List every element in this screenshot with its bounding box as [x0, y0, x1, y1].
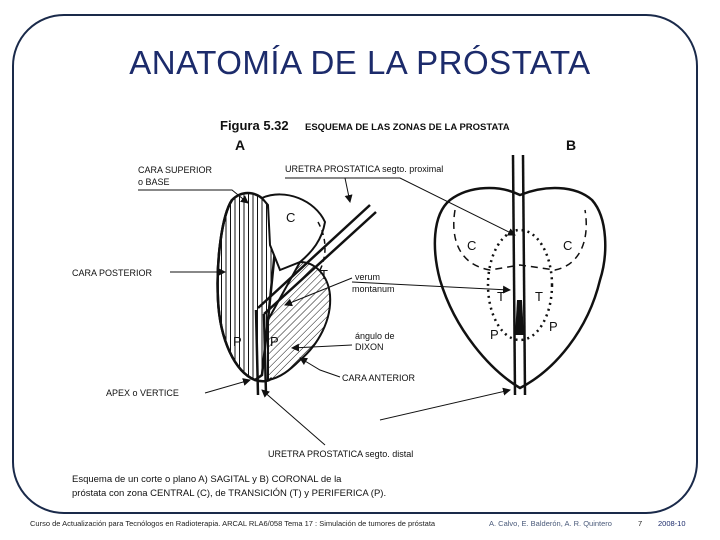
figure-title: ESQUEMA DE LAS ZONAS DE LA PROSTATA: [305, 122, 510, 133]
slide-title: ANATOMÍA DE LA PRÓSTATA: [129, 44, 591, 81]
zone-c-coronal-2: C: [563, 238, 572, 253]
zone-t-coronal-1: T: [497, 289, 505, 304]
label-base: o BASE: [138, 177, 170, 187]
panel-b-label: B: [566, 137, 576, 153]
footer-page-number: 7: [638, 519, 643, 528]
label-angulo: ángulo de: [355, 331, 395, 341]
zone-p-coronal-2: P: [549, 319, 558, 334]
zone-p-sagittal-2: P: [270, 334, 279, 349]
zone-t-sagittal: T: [320, 267, 328, 282]
label-dixon: DIXON: [355, 342, 384, 352]
leader-lines: [138, 177, 516, 446]
label-montanum: montanum: [352, 284, 395, 294]
zone-p-sagittal-1: P: [233, 334, 242, 349]
label-verum: verum: [355, 272, 380, 282]
sagittal-section: C T P P: [216, 191, 377, 396]
label-cara-anterior: CARA ANTERIOR: [342, 373, 416, 383]
footer-authors: A. Calvo, E. Balderón, A. R. Quintero: [489, 519, 612, 528]
label-uretra-proximal: URETRA PROSTATICA segto. proximal: [285, 164, 443, 174]
label-cara-superior: CARA SUPERIOR: [138, 165, 213, 175]
zone-c-coronal-1: C: [467, 238, 476, 253]
coronal-section: C C T T P P: [433, 154, 607, 396]
footer-year: 2008-10: [658, 519, 686, 528]
slide-frame: [12, 14, 698, 514]
label-apex: APEX o VERTICE: [106, 388, 179, 398]
label-cara-posterior: CARA POSTERIOR: [72, 268, 153, 278]
caption-line-1: Esquema de un corte o plano A) SAGITAL y…: [72, 474, 342, 485]
zone-c-sagittal: C: [286, 210, 295, 225]
footer-course: Curso de Actualización para Tecnólogos e…: [30, 519, 436, 528]
zone-p-coronal-1: P: [490, 327, 499, 342]
panel-a-label: A: [235, 137, 245, 153]
caption-line-2: próstata con zona CENTRAL (C), de TRANSI…: [72, 488, 386, 499]
label-uretra-distal: URETRA PROSTATICA segto. distal: [268, 449, 413, 459]
figure-number: Figura 5.32: [220, 118, 289, 133]
zone-t-coronal-2: T: [535, 289, 543, 304]
